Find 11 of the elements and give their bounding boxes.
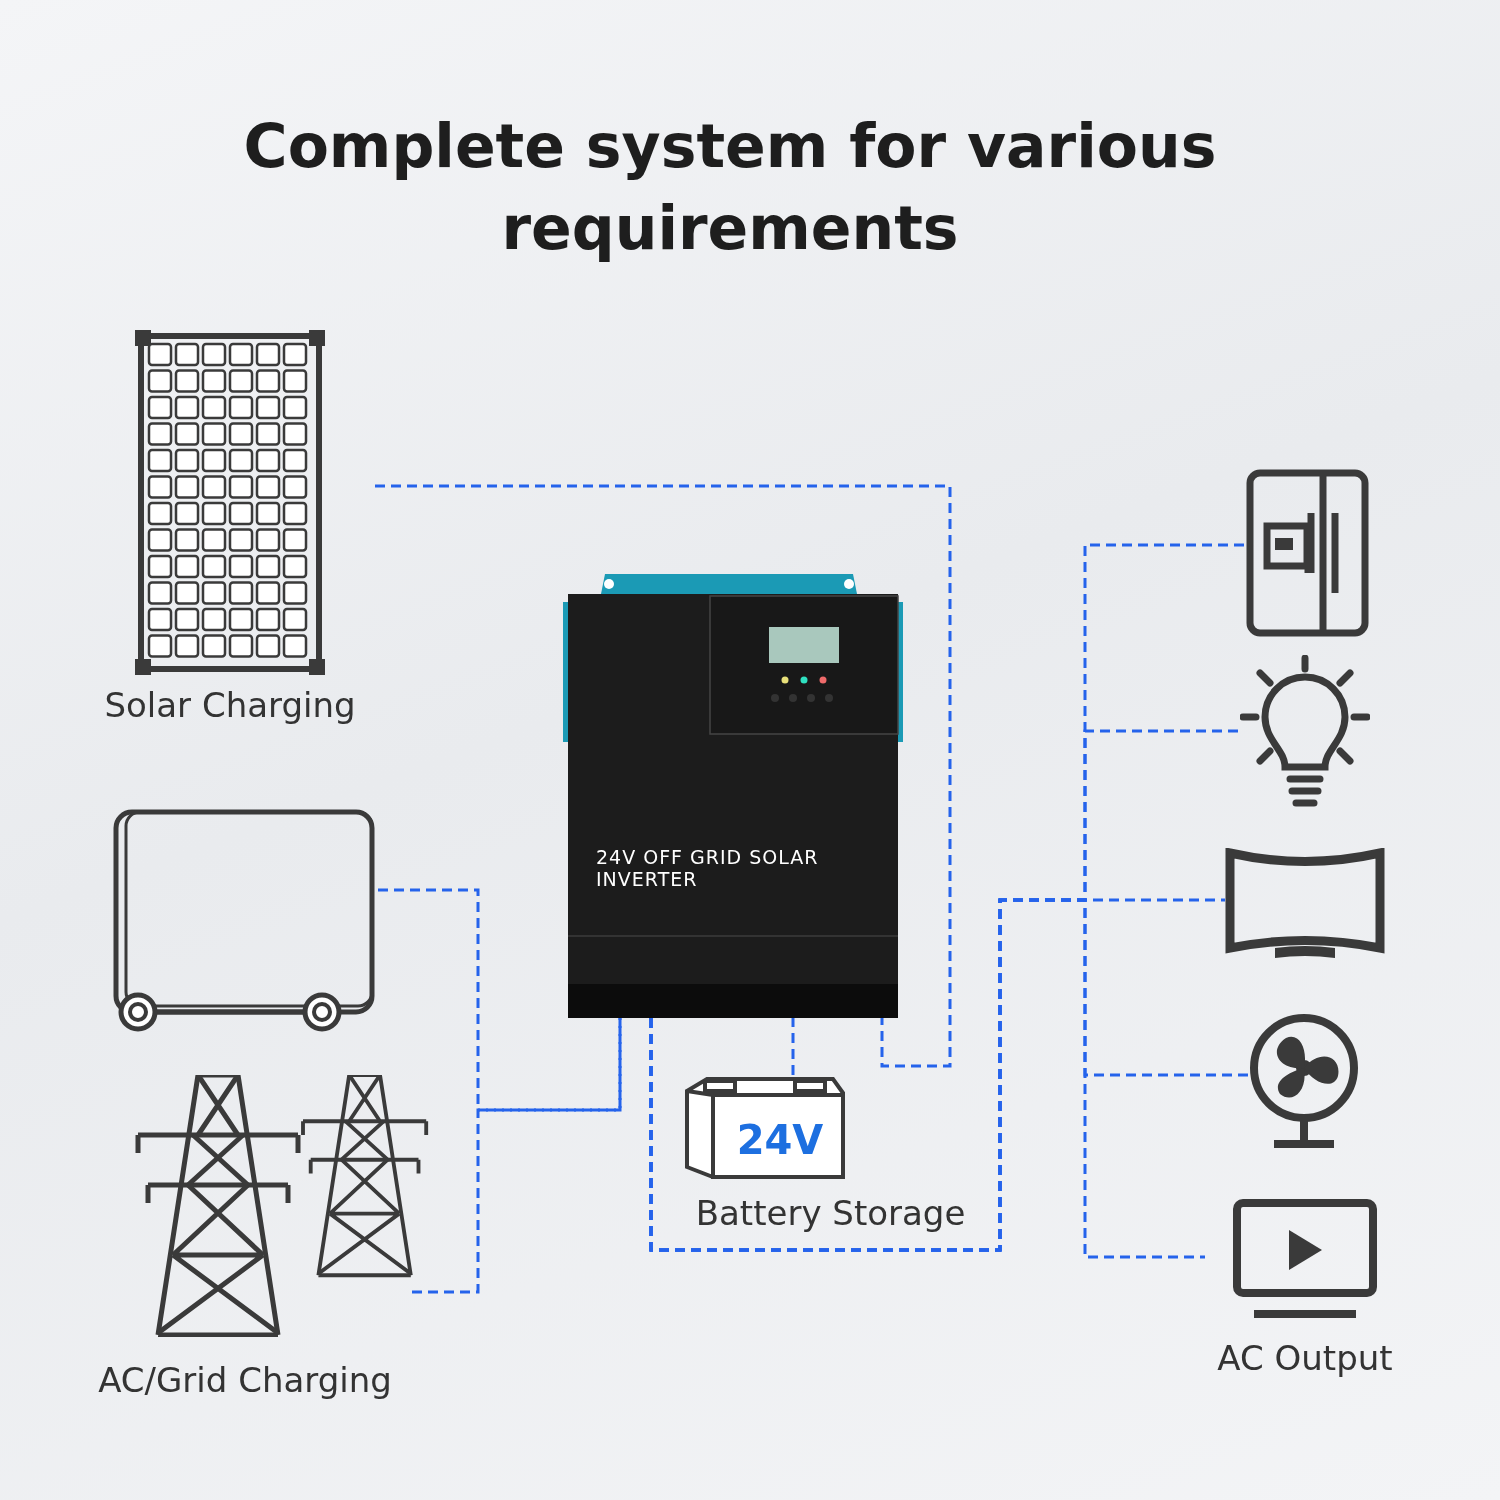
inverter-model-text: 24V OFF GRID SOLAR INVERTER <box>596 846 820 890</box>
connector-line <box>375 484 952 1068</box>
tower-caption: AC/Grid Charging <box>97 1360 393 1400</box>
connector-line <box>791 1018 795 1075</box>
battery-caption: Battery Storage <box>694 1193 967 1233</box>
title: Complete system for various requirements <box>242 110 1218 265</box>
connector-line <box>378 888 622 1112</box>
panel-caption: Solar Charging <box>103 685 357 725</box>
battery-voltage-text: 24V <box>735 1117 825 1163</box>
output-caption: AC Output <box>1216 1338 1394 1378</box>
connector-line <box>412 1018 622 1294</box>
